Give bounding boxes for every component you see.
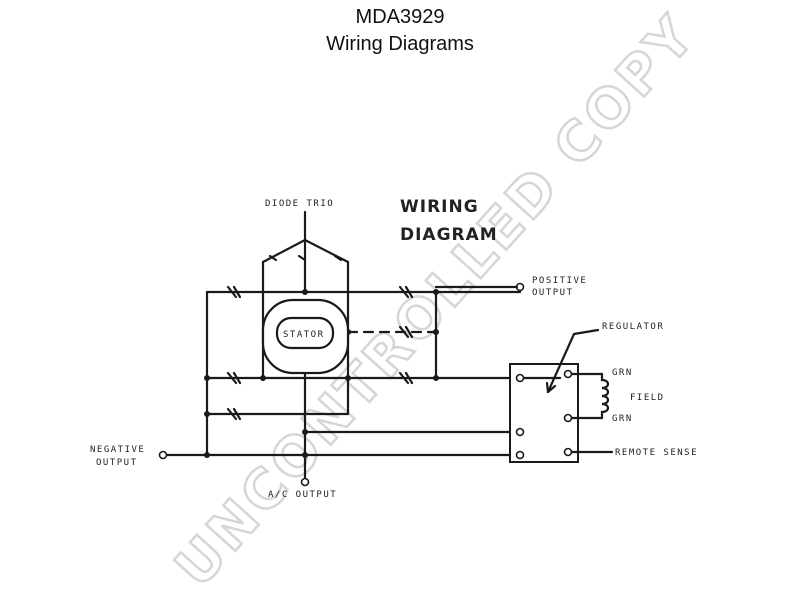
stator-label: STATOR — [283, 330, 325, 340]
positive-output-label-1: POSITIVE — [532, 276, 587, 286]
field-label: FIELD — [630, 393, 665, 403]
diode-trio-label: DIODE TRIO — [265, 199, 334, 209]
negative-output-label-1: NEGATIVE — [90, 445, 145, 455]
diagram-title-line1: WIRING — [400, 197, 479, 217]
diagram-title-line2: DIAGRAM — [400, 225, 498, 245]
rectifier-bridge — [163, 285, 522, 480]
model-number: MDA3929 — [355, 6, 445, 28]
regulator-label: REGULATOR — [602, 322, 664, 332]
ac-output-terminal — [300, 477, 310, 487]
negative-output-label-2: OUTPUT — [96, 458, 138, 468]
page-subtitle: Wiring Diagrams — [326, 33, 474, 55]
remote-sense-label: REMOTE SENSE — [615, 448, 698, 458]
field-grn-top-label: GRN — [612, 368, 633, 378]
field-winding — [570, 372, 610, 420]
field-grn-bottom-label: GRN — [612, 414, 633, 424]
diode-trio — [261, 210, 350, 382]
stator: STATOR — [261, 298, 350, 375]
ac-output-label: A/C OUTPUT — [268, 490, 337, 500]
positive-output-label-2: OUTPUT — [532, 288, 574, 298]
regulator — [509, 328, 600, 463]
negative-output-terminal — [158, 450, 168, 460]
